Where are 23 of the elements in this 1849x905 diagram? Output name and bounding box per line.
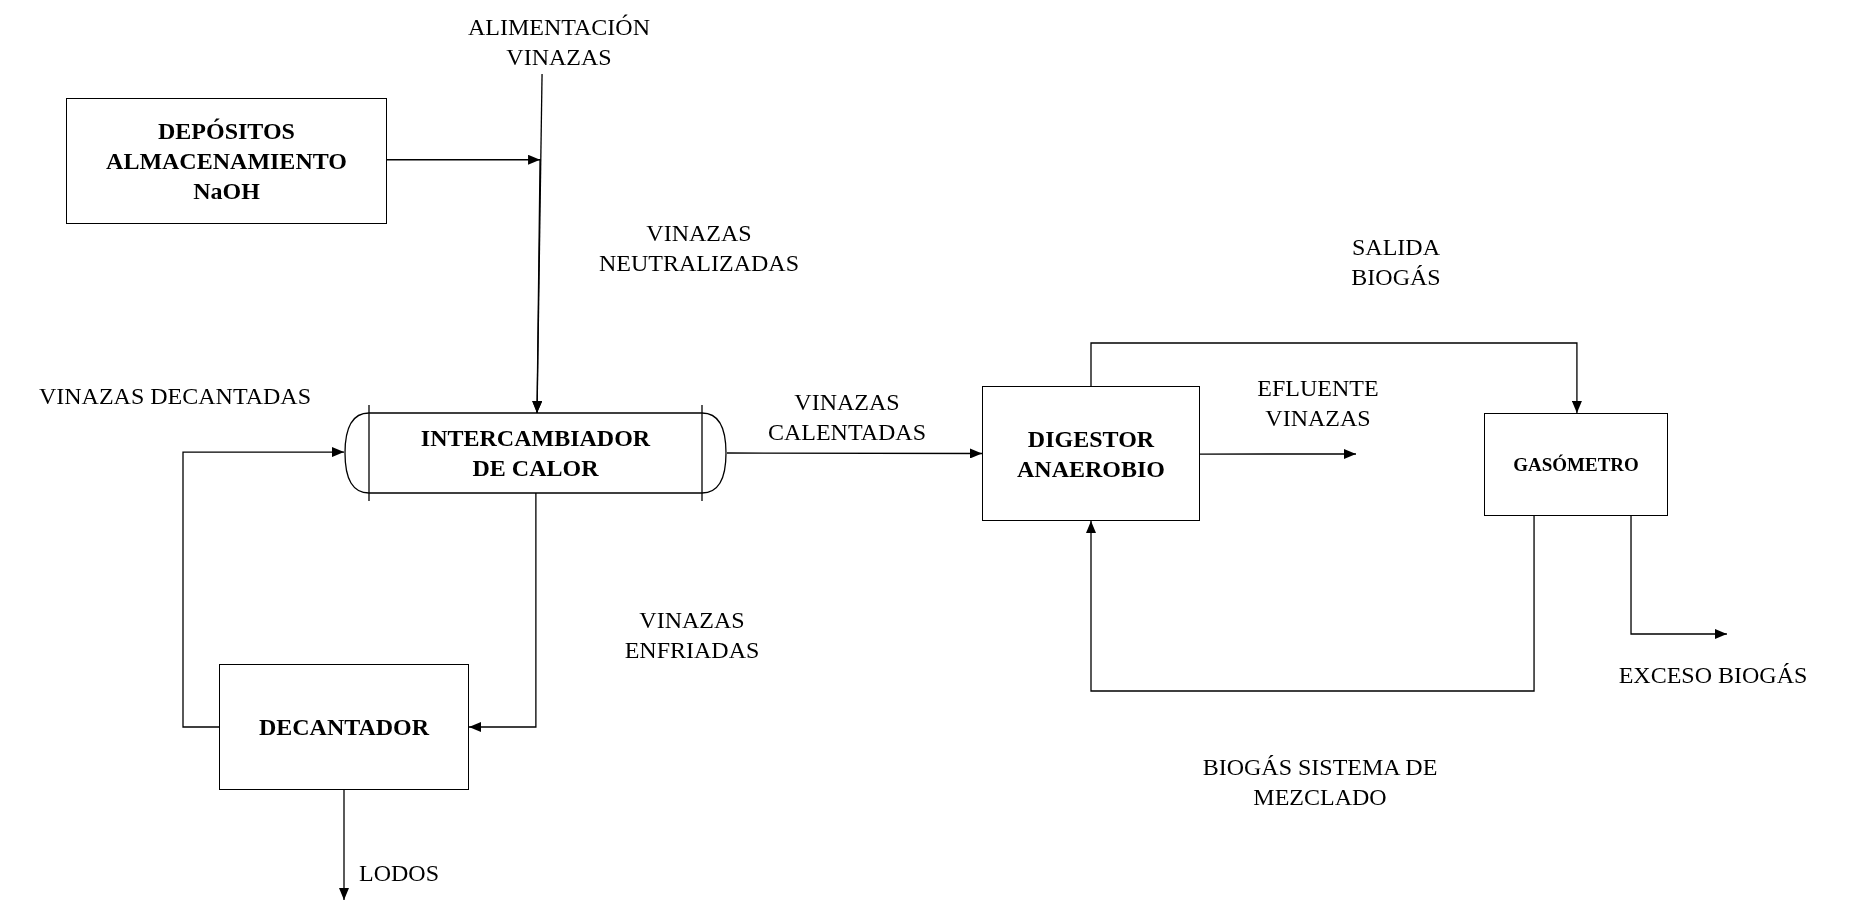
- process-box: DIGESTOR ANAEROBIO: [982, 386, 1200, 521]
- stream-label: VINAZAS DECANTADAS: [37, 382, 313, 411]
- stream-label: SALIDA BIOGÁS: [1350, 233, 1442, 292]
- flow-arrow: [386, 155, 542, 414]
- process-box: DECANTADOR: [219, 664, 469, 790]
- process-box: DEPÓSITOS ALMACENAMIENTO NaOH: [66, 98, 387, 224]
- flow-arrow: [1630, 515, 1728, 639]
- stream-label: VINAZAS ENFRIADAS: [623, 606, 761, 665]
- stream-label: VINAZAS NEUTRALIZADAS: [598, 219, 800, 278]
- flow-arrow: [182, 447, 345, 728]
- stream-label: EFLUENTE VINAZAS: [1228, 373, 1408, 454]
- flow-arrow: [339, 789, 349, 901]
- flow-arrow: [726, 448, 983, 459]
- flow-arrow: [468, 492, 537, 732]
- flow-arrow: [1090, 342, 1582, 414]
- flow-arrow: [1199, 449, 1357, 459]
- flow-arrow: [1086, 515, 1535, 692]
- process-box: GASÓMETRO: [1484, 413, 1668, 516]
- stream-label: VINAZAS CALENTADAS: [766, 388, 928, 447]
- stream-label: EXCESO BIOGÁS: [1593, 634, 1833, 690]
- stream-label: BIOGÁS SISTEMA DE MEZCLADO: [1201, 753, 1439, 812]
- stream-label: ALIMENTACIÓN VINAZAS: [449, 10, 669, 74]
- stream-label: LODOS: [344, 858, 454, 900]
